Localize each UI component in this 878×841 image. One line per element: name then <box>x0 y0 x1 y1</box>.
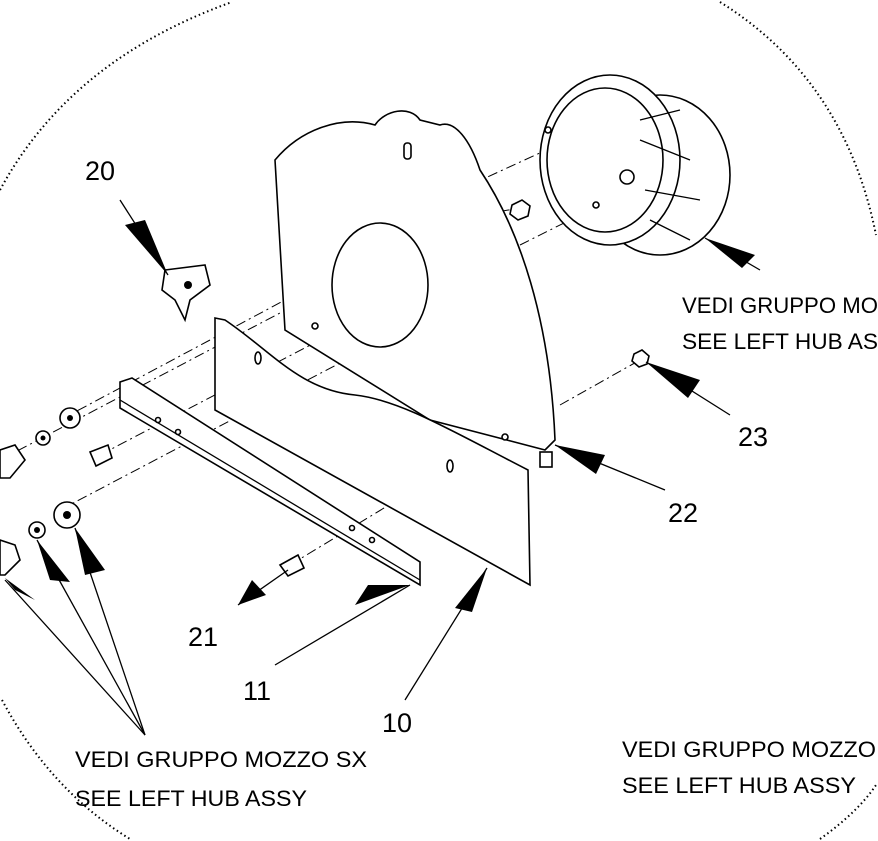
note-bottom-right-line1: VEDI GRUPPO MOZZO <box>622 737 876 762</box>
note-bottom-left-line1: VEDI GRUPPO MOZZO SX <box>75 747 367 772</box>
nut <box>509 199 531 221</box>
callout-23: 23 <box>738 422 768 452</box>
nut-23 <box>631 349 650 368</box>
hub-part <box>539 74 731 256</box>
note-bottom-left-line2: SEE LEFT HUB ASSY <box>75 786 307 811</box>
note-bottom-right-line2: SEE LEFT HUB ASSY <box>622 773 856 798</box>
angle-bracket-part <box>119 377 421 587</box>
callout-10: 10 <box>382 708 412 738</box>
callout-21: 21 <box>188 622 218 652</box>
flat-plate-part <box>214 317 531 587</box>
leader-lines <box>4 199 761 736</box>
callout-labels: 20 23 22 21 11 10 <box>85 156 768 738</box>
wing-knob-20 <box>161 264 211 323</box>
callout-20: 20 <box>85 156 115 186</box>
side-plate-part <box>274 110 556 468</box>
hardware-parts <box>0 199 650 578</box>
note-top-right-line2: SEE LEFT HUB AS <box>682 329 878 354</box>
callout-22: 22 <box>668 498 698 528</box>
callout-11: 11 <box>243 676 271 706</box>
note-top-right-line1: VEDI GRUPPO MO <box>682 293 878 318</box>
notes: VEDI GRUPPO MO SEE LEFT HUB AS VEDI GRUP… <box>75 293 878 811</box>
